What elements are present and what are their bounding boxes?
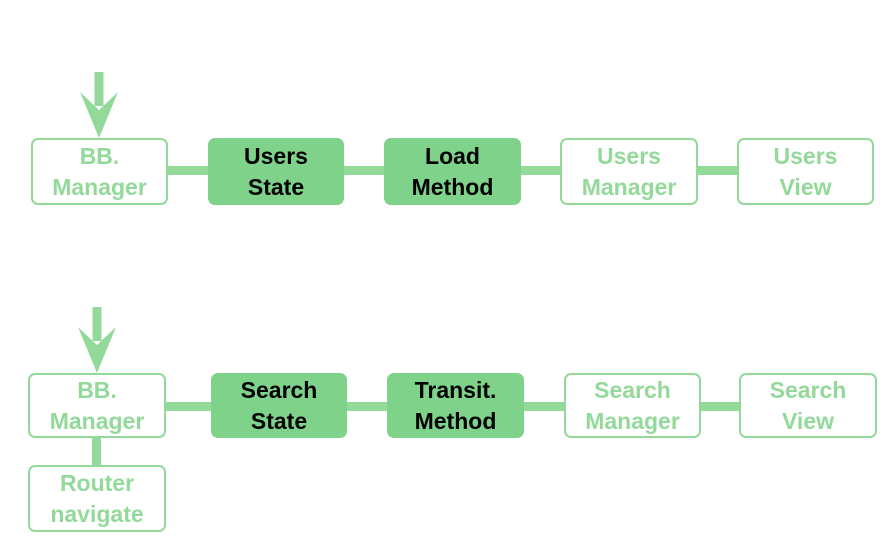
node-bb-manager: BB. Manager xyxy=(31,138,168,205)
node-bb-manager: BB. Manager xyxy=(28,373,166,438)
node-label-line1: Load xyxy=(425,142,480,169)
node-label-line1: Users xyxy=(773,142,838,169)
node-search-state: Search State xyxy=(211,373,347,438)
node-label-line1: Search xyxy=(769,376,847,403)
node-label-line1: Transit. xyxy=(414,376,497,403)
down-arrow-icon xyxy=(78,307,116,373)
node-router-navigate: Router navigate xyxy=(28,465,166,532)
node-search-view: Search View xyxy=(739,373,877,438)
node-label-line1: Search xyxy=(594,376,671,403)
node-users-view: Users View xyxy=(737,138,874,205)
connector-line xyxy=(523,402,565,411)
down-arrow-icon xyxy=(80,72,118,138)
node-label-line2: Method xyxy=(414,407,497,434)
node-label-line2: Method xyxy=(411,173,494,200)
node-search-manager: Search Manager xyxy=(564,373,701,438)
node-label-line2: Manager xyxy=(49,407,145,434)
connector-line xyxy=(700,402,740,411)
node-load-method: Load Method xyxy=(384,138,521,205)
node-label-line1: BB. xyxy=(79,142,120,169)
connector-line xyxy=(165,402,212,411)
node-label-line1: Users xyxy=(597,142,661,169)
connector-line xyxy=(167,166,209,175)
connector-line xyxy=(520,166,561,175)
node-label-line2: Manager xyxy=(585,407,680,434)
node-label-line1: Search xyxy=(240,376,318,403)
node-label-line2: State xyxy=(250,407,308,434)
node-label-line2: Manager xyxy=(581,173,677,200)
node-label-line2: View xyxy=(779,173,832,200)
connector-line xyxy=(697,166,738,175)
node-users-state: Users State xyxy=(208,138,344,205)
node-transit-method: Transit. Method xyxy=(387,373,524,438)
connector-line xyxy=(346,402,388,411)
node-label-line1: Users xyxy=(244,142,308,169)
node-users-manager: Users Manager xyxy=(560,138,698,205)
connector-line-vertical xyxy=(92,437,101,466)
node-label-line2: State xyxy=(247,173,305,200)
node-label-line1: BB. xyxy=(77,376,117,403)
node-label-line2: View xyxy=(782,407,834,434)
connector-line xyxy=(343,166,385,175)
node-label-line1: Router xyxy=(59,469,135,496)
node-label-line2: Manager xyxy=(52,173,147,200)
node-label-line2: navigate xyxy=(50,500,144,527)
